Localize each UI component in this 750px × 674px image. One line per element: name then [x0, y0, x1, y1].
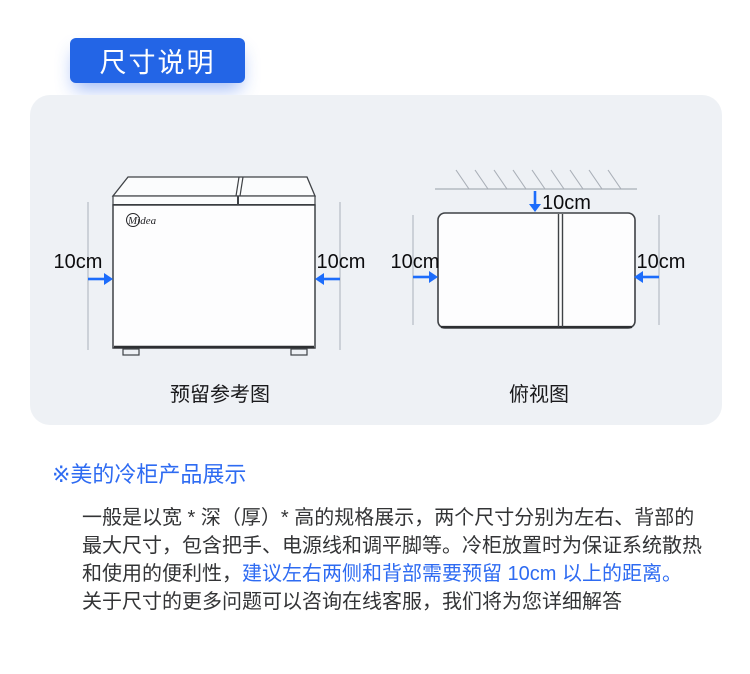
- lid-divider-line: [239, 176, 244, 197]
- freezer-lid-band: [112, 195, 316, 206]
- freezer-foot: [290, 348, 308, 356]
- top-right-clearance-label: 10cm: [637, 251, 686, 273]
- top-view-caption: 俯视图: [509, 384, 569, 406]
- midea-logo: Midea: [126, 213, 157, 227]
- arrow-right-icon: [413, 271, 438, 283]
- front-right-clearance-label: 10cm: [317, 251, 366, 273]
- lid-divider-line: [235, 176, 240, 197]
- front-view-diagram: Midea 10cm 10cm: [54, 176, 366, 356]
- product-display-heading: ※美的冷柜产品展示: [52, 462, 247, 487]
- description-line: 和使用的便利性，建议左右两侧和背部需要预留 10cm 以上的距离。: [82, 560, 722, 588]
- arrow-right-icon: [88, 273, 113, 285]
- front-left-clearance-label: 10cm: [54, 251, 103, 273]
- midea-logo-ring: [126, 213, 140, 227]
- front-view-caption: 预留参考图: [170, 384, 270, 406]
- size-description-paragraph: 一般是以宽 * 深（厚）* 高的规格展示，两个尺寸分别为左右、背部的 最大尺寸，…: [82, 504, 722, 616]
- arrow-left-icon: [315, 273, 340, 285]
- description-text: 和使用的便利性，: [82, 563, 242, 585]
- diagram-panel: Midea 10cm 10cm: [30, 95, 722, 425]
- top-view-diagram: 10cm 10cm 10cm: [391, 169, 686, 329]
- wall-hatching: [455, 169, 622, 190]
- top-back-clearance-label: 10cm: [542, 192, 591, 214]
- section-badge-size-description: 尺寸说明: [70, 38, 245, 83]
- arrow-left-icon: [634, 271, 659, 283]
- midea-logo-text: Midea: [127, 215, 157, 227]
- freezer-top-outline: [437, 212, 636, 329]
- freezer-foot: [122, 348, 140, 356]
- description-line: 最大尺寸，包含把手、电源线和调平脚等。冷柜放置时为保证系统散热: [82, 535, 702, 557]
- clearance-recommendation-highlight: 建议左右两侧和背部需要预留 10cm 以上的距离。: [242, 563, 683, 585]
- description-line: 一般是以宽 * 深（厚）* 高的规格展示，两个尺寸分别为左右、背部的: [82, 507, 695, 529]
- arrow-down-icon: [529, 191, 541, 212]
- freezer-lid-top: [111, 176, 316, 197]
- badge-label: 尺寸说明: [99, 48, 216, 78]
- clearance-diagrams: Midea 10cm 10cm: [54, 169, 686, 356]
- top-left-clearance-label: 10cm: [391, 251, 440, 273]
- description-line: 关于尺寸的更多问题可以咨询在线客服，我们将为您详细解答: [82, 591, 622, 613]
